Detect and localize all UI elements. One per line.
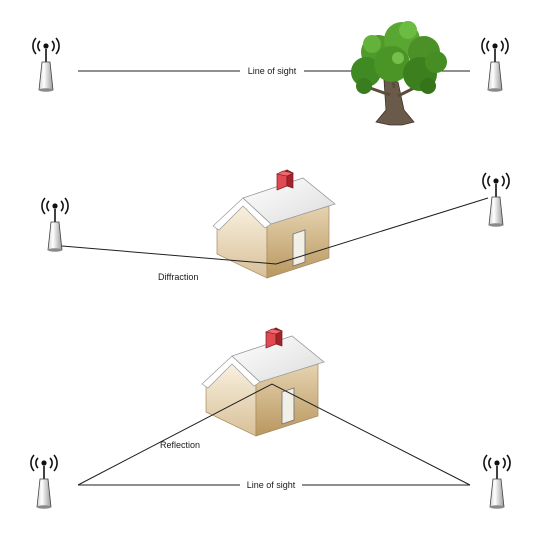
antenna-tower-icon [41, 197, 69, 253]
reflection-path [77, 383, 471, 486]
antenna-tower-icon [32, 37, 60, 93]
house-icon [201, 327, 325, 437]
antenna-tower-icon [30, 454, 58, 510]
antenna-tower-icon [482, 172, 510, 228]
antenna-tower-icon [483, 454, 511, 510]
diffraction-label: Diffraction [158, 272, 198, 282]
line-of-sight-label-top: Line of sight [248, 66, 297, 76]
tree-icon [351, 21, 447, 126]
house-icon [212, 169, 336, 279]
reflection-label: Reflection [160, 440, 200, 450]
line-of-sight-label-bottom: Line of sight [247, 480, 296, 490]
antenna-tower-icon [481, 37, 509, 93]
diffraction-path [61, 197, 489, 265]
